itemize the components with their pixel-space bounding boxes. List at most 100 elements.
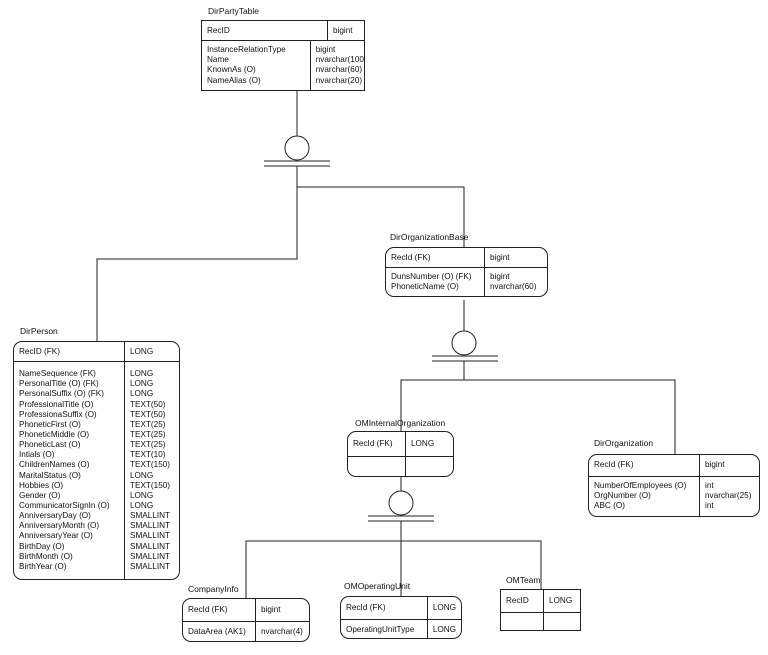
field-type: LONG [130, 389, 154, 399]
field-type: SMALLINT [130, 541, 171, 551]
field-name: BirthYear (O) [19, 561, 67, 571]
field-name: AnniversaryDay (O) [19, 511, 91, 521]
field-type: SMALLINT [130, 521, 171, 531]
field-name: AnniversaryMonth (O) [19, 521, 100, 531]
entity-dirorganizationbase: RecId (FK) bigint DunsNumber (O) (FK) Ph… [385, 247, 548, 298]
primary-key-section: RecId (FK) LONG [348, 432, 453, 457]
field-type: nvarchar(60) [490, 282, 537, 292]
primary-key-section: RecId (FK) LONG [341, 597, 461, 620]
entity-dirorganization: RecId (FK) bigint NumberOfEmployees (O) … [588, 454, 760, 517]
subtype-discriminator-circle [284, 135, 310, 161]
attributes-section [348, 457, 453, 477]
pk-field-name: RecID [207, 26, 230, 35]
field-type: TEXT(150) [130, 460, 171, 470]
primary-key-section: RecID (FK) LONG [14, 342, 179, 363]
pk-field-name: RecID (FK) [19, 347, 60, 356]
field-name: OrgNumber (O) [594, 491, 651, 501]
attributes-section: DataArea (AK1) nvarchar(4) [183, 622, 309, 642]
field-name: BirthMonth (O) [19, 551, 73, 561]
field-name: AnniversaryYear (O) [19, 531, 93, 541]
pk-field-name: RecId (FK) [391, 253, 431, 262]
primary-key-section: RecId (FK) bigint [589, 455, 759, 477]
field-name: OperatingUnitType [346, 625, 415, 634]
field-type: LONG [130, 500, 154, 510]
field-type: TEXT(10) [130, 450, 166, 460]
field-type: nvarchar(25) [705, 491, 752, 501]
field-type: int [705, 481, 714, 490]
pk-field-name: RecId (FK) [353, 439, 393, 448]
pk-field-type: bigint [333, 26, 353, 35]
relationship-line-om-subtypes [245, 540, 542, 598]
field-name: DataArea (AK1) [188, 627, 246, 636]
entity-title: OMInternalOrganization [355, 418, 446, 428]
field-type: nvarchar(60) [315, 65, 363, 75]
entity-dirpartytable: RecID bigint InstanceRelationType Name K… [201, 20, 365, 91]
field-type: LONG [130, 379, 154, 389]
entity-ominternalorganization: RecId (FK) LONG [347, 431, 454, 477]
field-name: CommunicatorSignIn (O) [19, 500, 110, 510]
field-name: PhoneticMiddle (O) [19, 429, 90, 439]
entity-title: DirPartyTable [208, 6, 260, 16]
field-type: SMALLINT [130, 561, 171, 571]
field-type: nvarchar(100) [315, 55, 364, 65]
entity-title: DirOrganizationBase [390, 232, 469, 242]
field-type: SMALLINT [130, 531, 171, 541]
entity-title: OMTeam [506, 575, 541, 585]
field-type: TEXT(50) [130, 409, 166, 419]
field-type: LONG [130, 470, 154, 480]
field-type: TEXT(50) [130, 399, 166, 409]
field-type: LONG [130, 369, 154, 379]
relationship-line-dirorganizationbase [297, 186, 465, 248]
pk-field-type: LONG [411, 439, 435, 448]
entity-title: DirOrganization [594, 438, 654, 448]
field-name: KnownAs (O) [207, 65, 256, 75]
field-type: SMALLINT [130, 551, 171, 561]
subtype-discriminator-circle [388, 490, 414, 516]
field-type: nvarchar(4) [261, 627, 303, 636]
primary-key-section: RecID LONG [501, 590, 580, 613]
entity-omteam: RecID LONG [500, 589, 581, 631]
field-name: PhoneticName (O) [391, 282, 459, 292]
pk-field-type: bigint [261, 605, 281, 614]
field-type: int [705, 501, 714, 511]
entity-title: OMOperatingUnit [344, 581, 411, 591]
field-type: LONG [130, 490, 154, 500]
entity-dirperson: RecID (FK) LONG NameSequence (FK) Person… [13, 341, 180, 581]
pk-field-type: bigint [705, 460, 725, 469]
field-name: Intials (O) [19, 450, 55, 460]
field-type: TEXT(25) [130, 440, 166, 450]
field-name: NumberOfEmployees (O) [594, 481, 687, 490]
field-type: TEXT(150) [130, 480, 171, 490]
pk-field-type: LONG [432, 603, 457, 612]
field-name: Gender (O) [19, 490, 61, 500]
pk-field-type: bigint [490, 253, 510, 262]
field-type: bigint [490, 272, 510, 282]
field-type: SMALLINT [130, 511, 171, 521]
field-type: TEXT(25) [130, 419, 166, 429]
field-name: InstanceRelationType [207, 45, 286, 55]
pk-field-name: RecId (FK) [188, 605, 228, 614]
attributes-section: OperatingUnitType LONG [341, 620, 461, 639]
field-name: PersonalSuffix (O) (FK) [19, 389, 104, 399]
attributes-section: DunsNumber (O) (FK) PhoneticName (O) big… [386, 268, 547, 297]
pk-field-type: LONG [549, 596, 573, 605]
attributes-section: NameSequence (FK) PersonalTitle (O) (FK)… [14, 362, 179, 581]
attributes-section: NumberOfEmployees (O) OrgNumber (O) ABC … [589, 477, 759, 517]
entity-omoperatingunit: RecId (FK) LONG OperatingUnitType LONG [340, 596, 462, 639]
field-type: TEXT(25) [130, 429, 166, 439]
field-type: LONG [432, 625, 457, 634]
field-type: bigint [315, 45, 336, 55]
subtype-discriminator-circle [451, 330, 477, 356]
entity-title: DirPerson [20, 326, 58, 336]
field-name: BirthDay (O) [19, 541, 65, 551]
pk-field-name: RecID [506, 596, 529, 605]
field-name: Hobbies (O) [19, 480, 64, 490]
attributes-section [501, 613, 580, 631]
field-name: ProfessionaSuffix (O) [19, 409, 97, 419]
pk-field-name: RecId (FK) [594, 460, 634, 469]
field-name: ProfessionalTitle (O) [19, 399, 94, 409]
field-name: PersonalTitle (O) (FK) [19, 379, 99, 389]
field-type: nvarchar(20) [315, 75, 363, 85]
